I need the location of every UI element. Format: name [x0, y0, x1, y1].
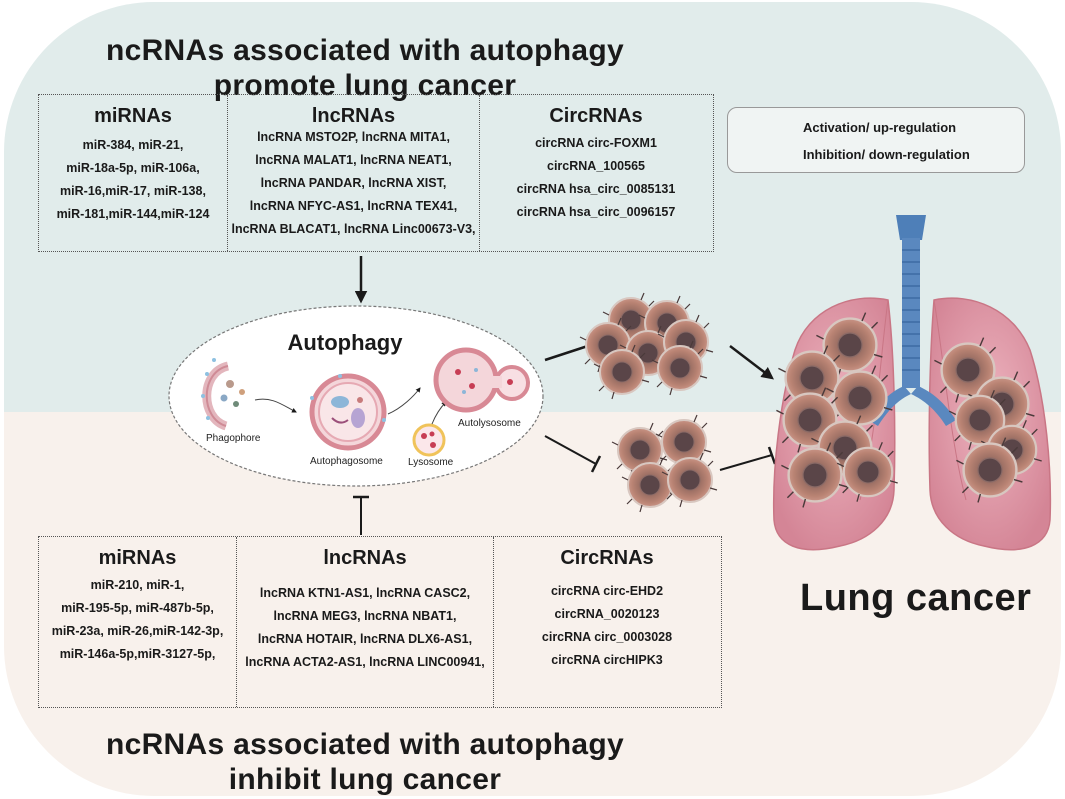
- promote-mirna-item: miR-384, miR-21,: [82, 138, 184, 152]
- promote-heading-line-1: ncRNAs associated with autophagy: [105, 34, 625, 67]
- legend-activation: Activation/ up-regulation: [728, 116, 1024, 140]
- lung-cancer-label: Lung cancer: [800, 577, 1032, 619]
- promote-mirna-item: miR-16,miR-17, miR-138,: [60, 184, 206, 198]
- legend-activation-label: Activation/ up-regulation: [803, 120, 957, 135]
- inhibit-to-autophagy-bar-icon: [353, 495, 369, 535]
- promote-mirnas-title: miRNAs: [94, 105, 172, 127]
- inhibit-lncrna-item: lncRNA KTN1-AS1, lncRNA CASC2,: [259, 586, 471, 600]
- inhibit-circrna-item: circRNA circHIPK3: [551, 653, 663, 667]
- inhibit-mirnas-column: miRNAs miR-210, miR-1, miR-195-5p, miR-4…: [39, 537, 236, 707]
- inhibit-lncrna-item: lncRNA MEG3, lncRNA NBAT1,: [273, 609, 457, 623]
- promote-lncrna-item: lncRNA PANDAR, lncRNA XIST,: [260, 176, 447, 190]
- inhibit-mirnas-title: miRNAs: [98, 547, 177, 569]
- inhibit-circrna-item: circRNA_0020123: [554, 607, 660, 621]
- inhibit-mirna-item: miR-210, miR-1,: [90, 578, 185, 592]
- tumor-inhibit-lung-bar-icon: [719, 446, 777, 471]
- legend: Activation/ up-regulation Inhibition/ do…: [727, 107, 1025, 173]
- promote-lncrnas-title: lncRNAs: [311, 105, 396, 127]
- tumor-to-lung-arrow-icon: [729, 345, 774, 380]
- legend-inhibition: Inhibition/ down-regulation: [728, 143, 1024, 167]
- tumor-cluster-promote-icon: [579, 292, 714, 400]
- inhibit-mirna-item: miR-195-5p, miR-487b-5p,: [61, 601, 214, 615]
- promote-circrna-item: circRNA hsa_circ_0096157: [516, 205, 676, 219]
- promote-circrna-item: circRNA hsa_circ_0085131: [516, 182, 676, 196]
- autophagy-inhibit-tumor-bar-icon: [544, 435, 602, 473]
- autophagy-title: Autophagy: [287, 330, 403, 355]
- promote-mirna-item: miR-18a-5p, miR-106a,: [66, 161, 200, 175]
- inhibit-heading: ncRNAs associated with autophagy inhibit…: [95, 727, 635, 797]
- inhibit-lncrna-item: lncRNA HOTAIR, lncRNA DLX6-AS1,: [257, 632, 473, 646]
- inhibit-mirna-item: miR-146a-5p,miR-3127-5p,: [59, 647, 216, 661]
- tumor-cluster-inhibit-icon: [611, 414, 718, 513]
- promote-circrnas-column: CircRNAs circRNA circ-FOXM1 circRNA_1005…: [479, 95, 712, 251]
- promote-heading-line-2: promote lung cancer: [213, 69, 517, 102]
- promote-lncrna-item: lncRNA MALAT1, lncRNA NEAT1,: [255, 153, 452, 167]
- promote-lncrna-item: lncRNA MSTO2P, lncRNA MITA1,: [257, 130, 450, 144]
- inhibit-lncrnas-column: lncRNAs lncRNA KTN1-AS1, lncRNA CASC2, l…: [236, 537, 493, 707]
- inhibit-heading-line-1: ncRNAs associated with autophagy: [105, 728, 625, 761]
- promote-heading: ncRNAs associated with autophagy promote…: [95, 33, 635, 103]
- inhibit-ncrna-panel: miRNAs miR-210, miR-1, miR-195-5p, miR-4…: [38, 536, 722, 708]
- promote-mirnas-column: miRNAs miR-384, miR-21, miR-18a-5p, miR-…: [39, 95, 227, 251]
- inhibit-lncrnas-title: lncRNAs: [323, 547, 407, 569]
- inhibit-heading-line-2: inhibit lung cancer: [228, 763, 502, 796]
- inhibit-circrnas-title: CircRNAs: [560, 547, 654, 569]
- autophagosome-label: Autophagosome: [310, 456, 383, 467]
- promote-circrnas-title: CircRNAs: [549, 105, 643, 127]
- lysosome-icon: [412, 423, 446, 457]
- inhibit-mirna-item: miR-23a, miR-26,miR-142-3p,: [51, 624, 224, 638]
- promote-lncrnas-column: lncRNAs lncRNA MSTO2P, lncRNA MITA1, lnc…: [227, 95, 479, 251]
- inhibit-lncrna-item: lncRNA ACTA2-AS1, lncRNA LINC00941,: [245, 655, 485, 669]
- lysosome-label: Lysosome: [408, 457, 454, 468]
- trachea-icon: [868, 215, 956, 426]
- promote-circrna-item: circRNA_100565: [547, 159, 645, 173]
- promote-lncrna-item: lncRNA BLACAT1, lncRNA Linc00673-V3,: [231, 222, 476, 236]
- inhibit-circrna-item: circRNA circ_0003028: [541, 630, 673, 644]
- promote-ncrna-panel: miRNAs miR-384, miR-21, miR-18a-5p, miR-…: [38, 94, 714, 252]
- autolysosome-icon: [433, 347, 530, 413]
- phagophore-label: Phagophore: [206, 433, 261, 444]
- inhibit-circrna-item: circRNA circ-EHD2: [550, 584, 664, 598]
- autophagosome-icon: [309, 373, 387, 451]
- promote-circrna-item: circRNA circ-FOXM1: [535, 136, 657, 150]
- promote-lncrna-item: lncRNA NFYC-AS1, lncRNA TEX41,: [249, 199, 458, 213]
- inhibit-circrnas-column: CircRNAs circRNA circ-EHD2 circRNA_00201…: [493, 537, 720, 707]
- promote-mirna-item: miR-181,miR-144,miR-124: [56, 207, 210, 221]
- legend-inhibition-label: Inhibition/ down-regulation: [803, 147, 970, 162]
- autolysosome-label: Autolysosome: [458, 418, 521, 429]
- phagophore-icon: [201, 358, 245, 431]
